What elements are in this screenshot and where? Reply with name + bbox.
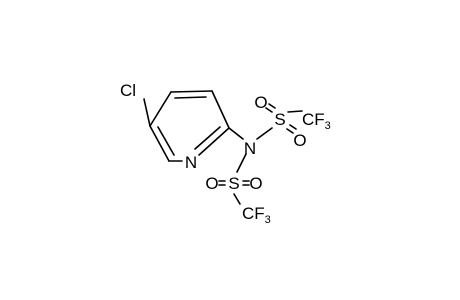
- bond-c5-c6: [149, 125, 170, 162]
- bond-c2-c3: [211, 90, 230, 129]
- double-bond-c5-c6: [157, 126, 175, 156]
- double-bond-n1-c2: [194, 126, 221, 150]
- atom-oxygen-bottom-left: O: [205, 174, 218, 193]
- cf3-bottom-subscript: 3: [265, 214, 271, 226]
- atom-sulfur-top: S: [274, 110, 285, 129]
- bond-n-s-bottom: [236, 153, 247, 173]
- atom-chlorine: Cl: [120, 81, 136, 100]
- bond-c4-c5: [149, 91, 172, 127]
- bond-s-cf3-bottom: [233, 193, 241, 205]
- atom-cf3-bottom: CF3: [242, 204, 271, 226]
- atom-oxygen-top-left: O: [254, 93, 267, 112]
- atom-amine-nitrogen: N: [244, 139, 256, 158]
- atom-oxygen-top-right: O: [293, 131, 306, 150]
- atom-ring-nitrogen: N: [185, 153, 197, 172]
- bond-n1-c2: [198, 127, 230, 156]
- bond-s-o-top-left-a: [265, 107, 273, 113]
- bond-s-o-top-right-b: [286, 128, 294, 134]
- bond-c3-c4: [170, 90, 213, 93]
- bond-s-cf3-top: [287, 110, 303, 113]
- bond-s-o-top-right-a: [289, 124, 297, 130]
- double-bond-c3-c4: [174, 96, 207, 99]
- atom-sulfur-bottom: S: [228, 174, 239, 193]
- cf3-top-base: CF: [302, 110, 325, 129]
- atom-oxygen-bottom-right: O: [249, 174, 262, 193]
- atom-cf3-top: CF3: [302, 110, 331, 132]
- bond-c5-cl: [143, 98, 151, 127]
- cf3-top-subscript: 3: [325, 120, 331, 132]
- bond-n-s-top: [256, 127, 273, 140]
- bond-s-o-top-left-b: [268, 103, 276, 109]
- cf3-bottom-base: CF: [242, 204, 265, 223]
- bond-c2-n: [228, 127, 244, 140]
- pyridine-ring: [149, 90, 230, 162]
